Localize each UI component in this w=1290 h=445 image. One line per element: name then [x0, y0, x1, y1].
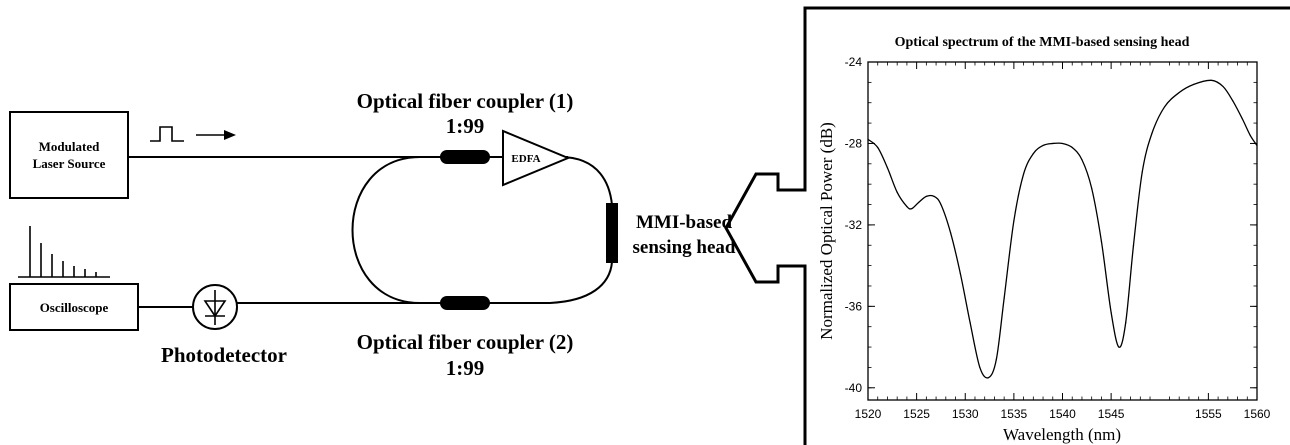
spectrum-chart: Optical spectrum of the MMI-based sensin…: [817, 35, 1271, 444]
oscilloscope: Oscilloscope: [9, 283, 139, 331]
data-point: [933, 195, 935, 197]
x-tick-label: 1555: [1195, 407, 1222, 421]
y-tick-label: -40: [845, 381, 863, 395]
data-point: [959, 273, 961, 275]
y-tick-label: -24: [845, 55, 863, 69]
coupler2-ratio: 1:99: [446, 356, 485, 380]
data-point: [1241, 118, 1244, 120]
y-tick-label: -28: [845, 136, 863, 150]
data-point: [1249, 134, 1251, 136]
data-point: [987, 377, 990, 379]
data-point: [917, 201, 920, 204]
photodetector-label: Photodetector: [161, 343, 287, 367]
x-tick-label: 1525: [903, 407, 930, 421]
data-point: [886, 167, 889, 169]
data-point: [1232, 100, 1234, 102]
data-point: [1125, 322, 1127, 324]
data-point: [1110, 311, 1112, 314]
edfa-amplifier: EDFA: [502, 129, 571, 187]
pulse-train-icon: [18, 226, 110, 278]
edfa-label: EDFA: [511, 153, 540, 165]
laser-label-line1: Modulated: [39, 139, 100, 154]
data-point: [1256, 144, 1258, 147]
coupler1-ratio: 1:99: [446, 114, 485, 138]
data-point: [969, 322, 971, 324]
data-point: [896, 191, 898, 193]
x-tick-label: 1520: [855, 407, 882, 421]
data-point: [1222, 85, 1224, 88]
data-point: [1210, 79, 1212, 81]
data-point: [1081, 159, 1083, 161]
data-point: [867, 138, 869, 140]
data-point: [1178, 91, 1180, 94]
data-point: [1052, 142, 1054, 145]
data-point: [1091, 187, 1093, 189]
fiber-lines: [128, 156, 613, 308]
data-point: [1118, 346, 1120, 348]
axis-ticks: [867, 61, 1258, 400]
y-tick-label: -36: [845, 299, 863, 313]
data-point: [1032, 153, 1034, 155]
coupler-2: [440, 296, 490, 310]
x-axis-label: Wavelength (nm): [1003, 425, 1121, 444]
data-point: [940, 203, 942, 206]
data-point: [1071, 146, 1073, 149]
sensing-head-label-line1: MMI-based: [636, 212, 732, 233]
data-point: [1193, 83, 1195, 85]
photodetector: [192, 284, 238, 330]
callout-frame: [724, 6, 1290, 445]
arrow-right-icon: [196, 130, 236, 140]
series-spectrum-line: [867, 79, 1258, 379]
laser-label-line2: Laser Source: [33, 156, 106, 171]
data-point: [1003, 297, 1005, 299]
x-tick-label: 1530: [952, 407, 979, 421]
data-point: [1061, 142, 1064, 145]
data-point: [1132, 244, 1135, 246]
sensing-head: [606, 203, 618, 263]
data-point: [911, 208, 913, 210]
oscilloscope-label: Oscilloscope: [40, 300, 109, 315]
data-point: [1164, 106, 1166, 108]
x-tick-label: 1560: [1244, 407, 1271, 421]
coupler-1: [440, 150, 490, 164]
data-point: [995, 358, 997, 360]
data-point: [1042, 144, 1044, 147]
chart-title: Optical spectrum of the MMI-based sensin…: [895, 35, 1190, 50]
pulse-icon: [150, 126, 184, 142]
x-tick-label: 1535: [1001, 407, 1028, 421]
data-point: [1100, 240, 1102, 242]
data-point: [1151, 132, 1153, 134]
x-tick-label: 1540: [1049, 407, 1076, 421]
diode-icon: [203, 300, 227, 318]
data-point: [925, 195, 927, 197]
sensing-head-label-line2: sensing head: [633, 237, 736, 258]
plot-area: [867, 61, 1258, 401]
data-point: [1141, 171, 1143, 173]
laser-source: Modulated Laser Source: [9, 111, 129, 199]
data-point: [1023, 173, 1025, 175]
data-point: [906, 205, 908, 208]
y-tick-label: -32: [845, 218, 863, 232]
data-point: [1013, 220, 1015, 222]
data-point: [950, 232, 952, 234]
data-point: [877, 146, 879, 149]
coupler1-label: Optical fiber coupler (1): [357, 89, 574, 113]
coupler2-label: Optical fiber coupler (2): [357, 330, 574, 354]
x-tick-label: 1545: [1098, 407, 1125, 421]
data-point: [979, 366, 981, 369]
y-axis-label: Normalized Optical Power (dB): [817, 122, 836, 340]
